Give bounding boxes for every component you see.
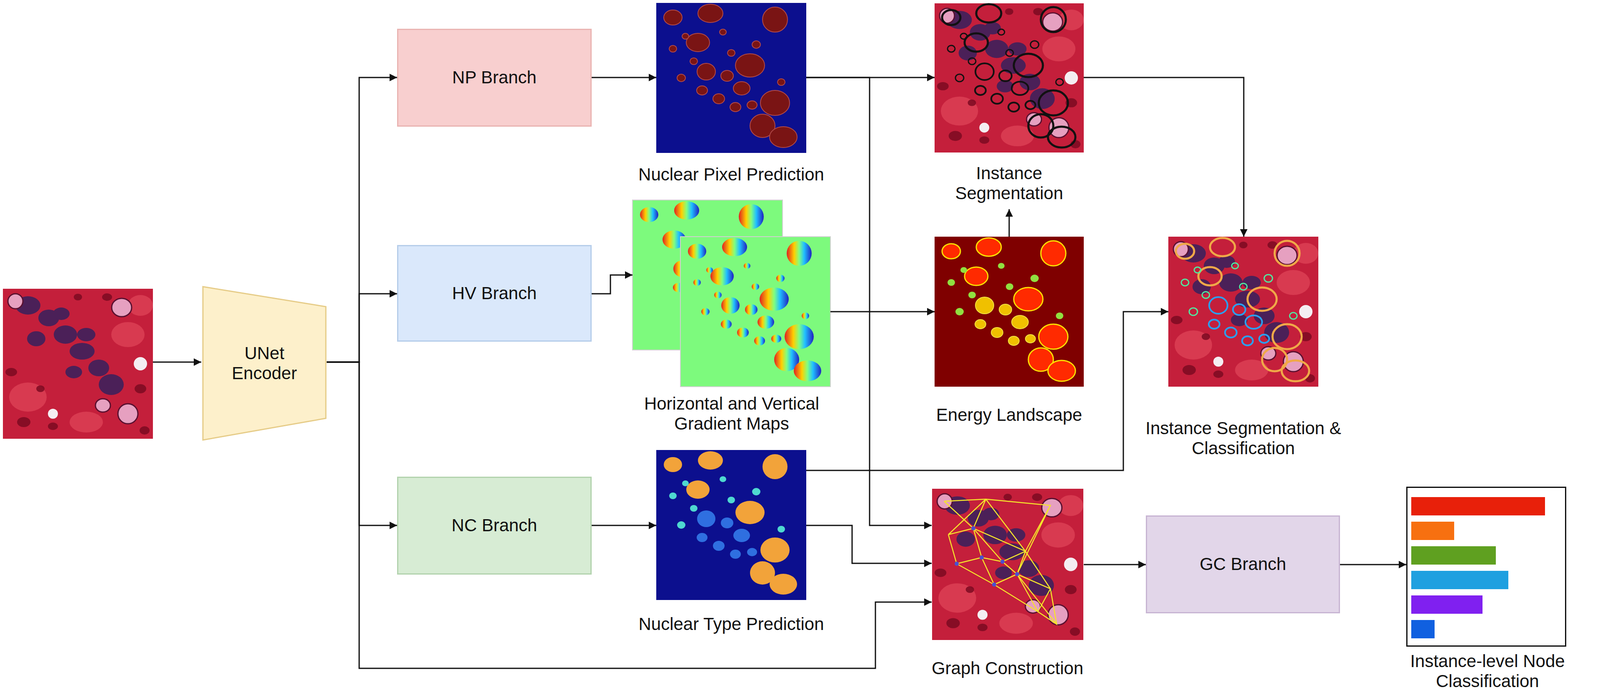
caption: Graph Construction [899,658,1116,679]
image-panel: Energy Landscape [934,236,1084,387]
connector-arrow [326,77,398,363]
input-image [2,288,153,439]
image-panel: Nuclear Type Prediction [656,450,807,600]
branch-box: NC Branch [397,476,592,575]
encoder-trapezoid: UNet Encoder [202,285,327,441]
connector-arrow [1083,564,1146,566]
box-label: NC Branch [451,515,538,536]
image-panel: Graph Construction [931,488,1084,640]
caption: Instance-level Node Classification [1391,651,1584,692]
connector-arrow [1083,77,1244,237]
trapezoid-outline [202,286,326,440]
connector-arrow [591,77,657,79]
connector-arrow [591,525,657,527]
hv-map-front [680,236,831,387]
image-panel: Instance Segmentation [934,2,1084,210]
caption: Instance Segmentation [940,163,1078,204]
box-label: UNet Encoder [222,343,307,384]
connector-arrow [326,362,932,669]
connector-arrow [806,525,932,564]
caption: Horizontal and Vertical Gradient Maps [619,393,845,435]
image-panel: Instance Segmentation & Classification [1168,236,1319,387]
chart-frame: Instance-level Node Classification [1406,486,1567,647]
energy-map [934,236,1084,387]
image-panel: Horizontal and Vertical Gradient Maps [632,200,831,387]
input-arrow [152,361,202,363]
connector-arrow [1340,564,1407,566]
branch-box: GC Branch [1145,515,1340,614]
inst-seg-image [934,3,1084,153]
caption: Energy Landscape [905,405,1114,425]
bar-chart [1411,497,1545,639]
image-panel: Nuclear Pixel Prediction [656,2,807,153]
box-label: GC Branch [1199,554,1287,575]
branch-box: NP Branch [397,28,592,127]
caption: Nuclear Type Prediction [602,614,861,635]
connector-arrow [830,311,935,313]
branch-box: HV Branch [397,245,592,342]
connector-arrow [1008,209,1010,237]
box-label: NP Branch [452,67,537,88]
connector-arrow [806,311,1169,471]
caption: Nuclear Pixel Prediction [602,164,861,185]
caption: Instance Segmentation & Classification [1130,418,1356,459]
np-map [656,2,807,153]
connector-arrow [806,77,932,526]
inst-class-image [1168,236,1319,387]
connector-arrow [326,362,398,526]
nc-map [656,450,807,600]
connector-arrow [591,275,633,294]
graph-image [932,488,1084,640]
connector-arrow [326,293,398,363]
box-label: HV Branch [452,283,537,304]
